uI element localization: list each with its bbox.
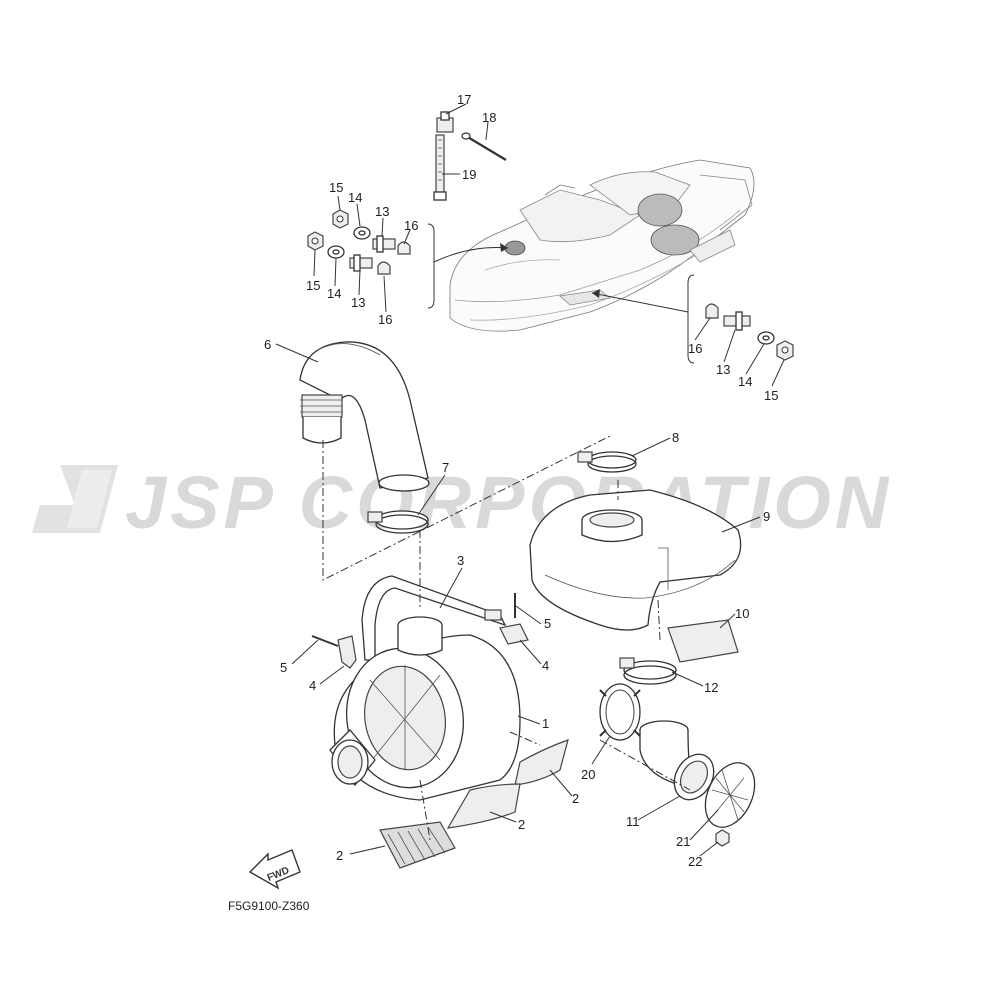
duct-hose-6 — [299, 341, 430, 492]
callout-labels: 17 18 19 15 14 13 16 15 14 13 16 16 13 1… — [264, 92, 778, 869]
clip-16-bottom — [377, 261, 391, 275]
air-chamber-9 — [529, 489, 742, 631]
callout-11: 11 — [626, 814, 640, 829]
callout-2-right: 2 — [572, 791, 579, 806]
bracket-left — [427, 223, 435, 309]
callout-7: 7 — [442, 460, 449, 475]
fwd-arrow-icon: FWD — [248, 849, 301, 890]
clip-16-right — [705, 303, 719, 319]
nut-15-right — [776, 340, 794, 361]
washer-14-bottom — [327, 245, 345, 259]
callout-4-right: 4 — [542, 658, 549, 673]
callout-4-left: 4 — [309, 678, 316, 693]
callout-15-right: 15 — [764, 388, 778, 403]
bracket-right — [687, 274, 695, 364]
elbow-duct-11 — [639, 720, 715, 801]
callout-8: 8 — [672, 430, 679, 445]
callout-14-top: 14 — [348, 190, 362, 205]
callout-10: 10 — [735, 606, 749, 621]
fitting-13-bottom — [349, 254, 373, 272]
callout-14-right: 14 — [738, 374, 752, 389]
fitting-13-top — [372, 235, 396, 253]
callout-21: 21 — [676, 834, 690, 849]
washer-14-right — [757, 331, 775, 345]
callout-16-top: 16 — [404, 218, 418, 233]
callout-14-bottom: 14 — [327, 286, 341, 301]
callout-6: 6 — [264, 337, 271, 352]
callout-20: 20 — [581, 767, 595, 782]
callout-13-bottom: 13 — [351, 295, 365, 310]
callout-18: 18 — [482, 110, 496, 125]
hose-clamp-7 — [367, 510, 429, 534]
assembly-line-g — [599, 739, 691, 791]
fitting-13-right — [723, 311, 751, 331]
clip-16-top — [397, 241, 411, 255]
pad-10 — [667, 619, 739, 663]
screen-21 — [704, 762, 756, 828]
clamp-17 — [436, 111, 454, 133]
watermark-logo — [32, 465, 118, 533]
bracket-4-right — [499, 623, 529, 645]
callout-19: 19 — [462, 167, 476, 182]
strap-3 — [361, 575, 507, 661]
hose-clamp-12 — [619, 657, 677, 685]
callout-15-top: 15 — [329, 180, 343, 195]
hose-clamp-8 — [577, 451, 637, 473]
watercraft-illustration — [449, 159, 755, 332]
nut-15-bottom — [307, 231, 324, 251]
callout-22: 22 — [688, 854, 702, 869]
air-box-1 — [329, 616, 521, 801]
callout-16-right: 16 — [688, 341, 702, 356]
bolt-5-left — [311, 635, 339, 647]
callout-2-middle: 2 — [518, 817, 525, 832]
washer-14-top — [353, 226, 371, 240]
assembly-line-f — [419, 779, 431, 841]
callout-3: 3 — [457, 553, 464, 568]
pad-2-bottom — [379, 821, 456, 869]
callout-16-bottom: 16 — [378, 312, 392, 327]
pad-2-middle — [446, 783, 521, 829]
callout-15-bottom: 15 — [306, 278, 320, 293]
bolt-22 — [715, 829, 730, 847]
leader-to-hull-side — [591, 292, 689, 313]
guard-ring-20 — [599, 683, 641, 741]
callout-5-right: 5 — [544, 616, 551, 631]
callout-13-right: 13 — [716, 362, 730, 377]
diagram-code: F5G9100-Z360 — [228, 899, 310, 913]
watermark-text: JSP CORPORATION — [125, 461, 892, 544]
leader-lines — [275, 103, 785, 857]
pad-2-right — [514, 739, 569, 786]
callout-12: 12 — [704, 680, 718, 695]
bracket-4-left — [337, 635, 357, 669]
callout-17: 17 — [457, 92, 471, 107]
nut-15-top — [332, 209, 349, 229]
assembly-line-a — [322, 435, 611, 581]
assembly-line-d — [657, 599, 661, 641]
callout-2-bottom: 2 — [336, 848, 343, 863]
cable-tie-19 — [433, 134, 447, 201]
callout-13-top: 13 — [375, 204, 389, 219]
callout-9: 9 — [763, 509, 770, 524]
rivet-18 — [461, 132, 507, 161]
callout-1: 1 — [542, 716, 549, 731]
callout-5-left: 5 — [280, 660, 287, 675]
assembly-line-e — [509, 731, 541, 746]
